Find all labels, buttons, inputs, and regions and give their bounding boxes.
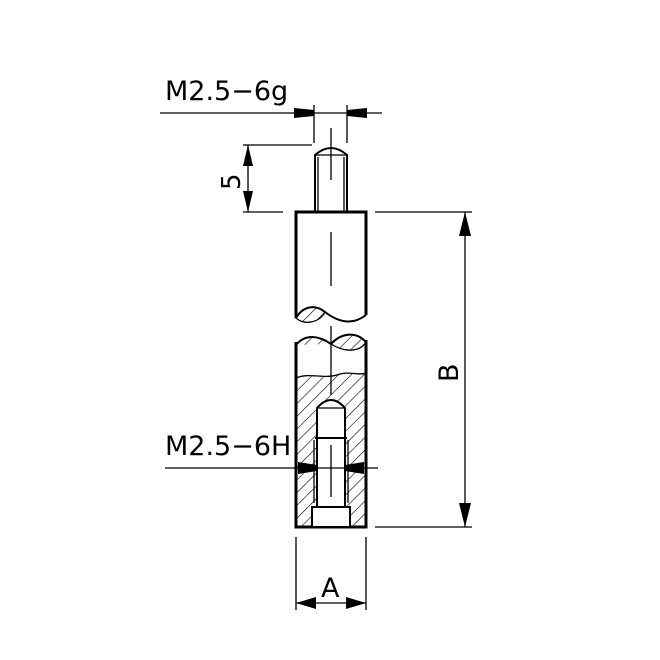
arrow-left-icon bbox=[296, 597, 316, 609]
lower-body bbox=[294, 326, 368, 529]
arrow-down-icon bbox=[243, 191, 253, 212]
arrow-left-icon bbox=[347, 108, 367, 118]
label-stud-length: 5 bbox=[217, 173, 247, 190]
label-length: B bbox=[434, 363, 465, 382]
dimension-diameter: A bbox=[295, 537, 367, 610]
arrow-down-icon bbox=[459, 503, 471, 527]
upper-body bbox=[294, 210, 368, 323]
threaded-stud bbox=[314, 128, 348, 212]
label-external-thread: M2.5−6g bbox=[165, 76, 288, 107]
label-diameter: A bbox=[321, 573, 340, 604]
label-internal-thread: M2.5−6H bbox=[165, 431, 291, 462]
dimension-external-thread: M2.5−6g bbox=[160, 76, 382, 143]
lower-break-hatch bbox=[296, 334, 366, 351]
dimension-internal-thread: M2.5−6H bbox=[165, 431, 378, 474]
dimension-length: B bbox=[375, 211, 472, 528]
arrow-right-icon bbox=[294, 108, 314, 118]
arrow-right-icon bbox=[346, 597, 366, 609]
section-boundary bbox=[295, 372, 367, 379]
counterbore bbox=[311, 506, 351, 528]
upper-break-hatch bbox=[295, 306, 326, 323]
arrow-up-icon bbox=[243, 145, 253, 166]
arrow-left-icon bbox=[345, 462, 364, 474]
upper-body-outline bbox=[294, 210, 368, 318]
arrow-up-icon bbox=[459, 212, 471, 236]
dimension-stud-length: 5 bbox=[217, 144, 312, 213]
lower-break-line-inner bbox=[330, 341, 367, 351]
arrow-right-icon bbox=[298, 462, 317, 474]
